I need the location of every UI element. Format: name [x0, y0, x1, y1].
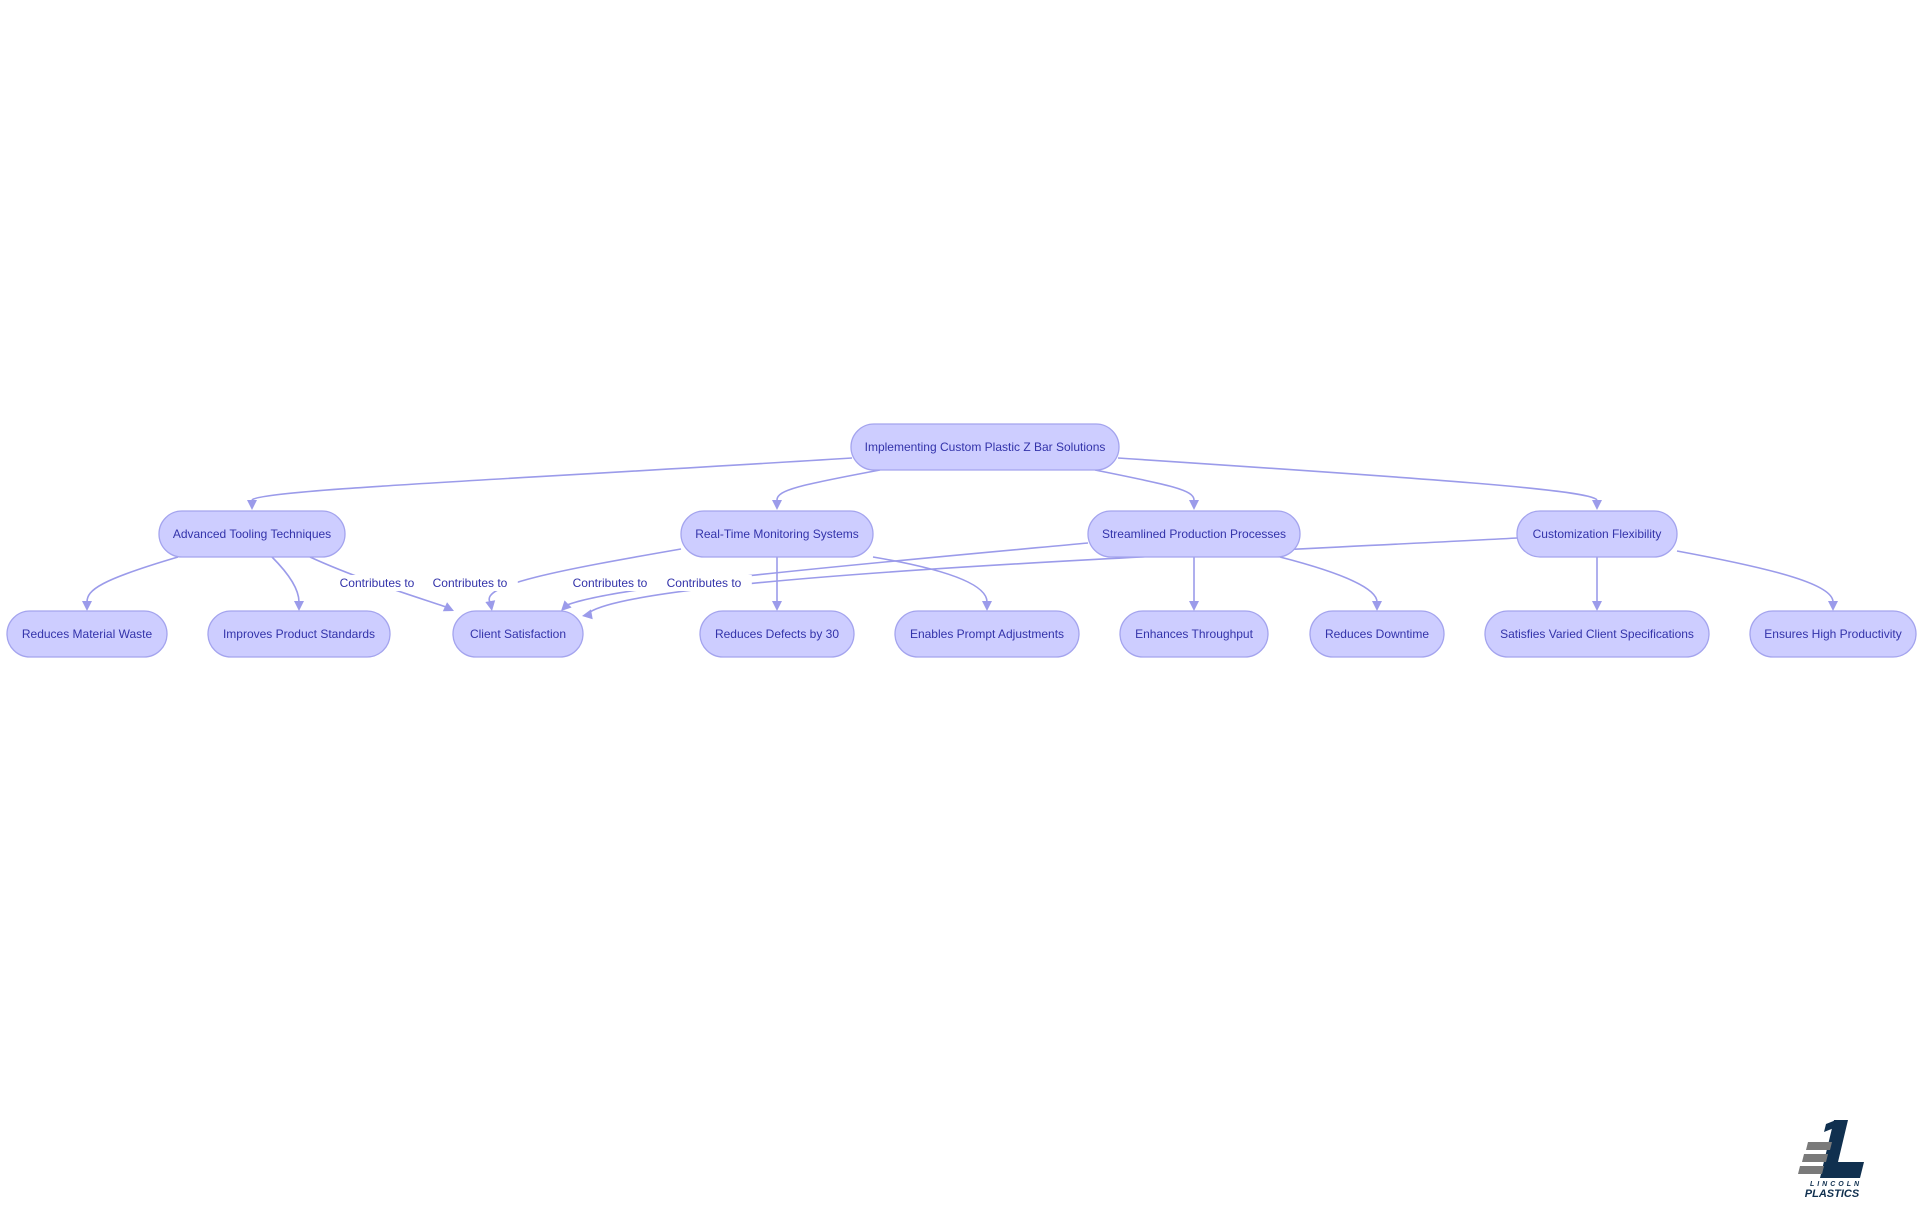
- edge-spp-to-cs: [566, 542, 1089, 606]
- lincoln-plastics-logo: LINCOLN PLASTICS: [1798, 1120, 1864, 1200]
- node-label: Enables Prompt Adjustments: [910, 627, 1064, 641]
- node-rd[interactable]: Reduces Downtime: [1309, 610, 1445, 658]
- edge-root-to-rtm: [776, 469, 881, 501]
- logo-l-shape: [1820, 1120, 1864, 1178]
- logo-bar-3: [1798, 1166, 1824, 1174]
- node-cs[interactable]: Client Satisfaction: [452, 610, 584, 658]
- node-box: [1749, 610, 1917, 658]
- node-label: Ensures High Productivity: [1764, 627, 1901, 641]
- edge-label-adv-to-cs: Contributes to: [340, 576, 415, 590]
- node-label: Reduces Downtime: [1325, 627, 1429, 641]
- node-box: [894, 610, 1080, 658]
- arrowhead-root-to-spp: [1189, 500, 1199, 510]
- node-svcs[interactable]: Satisfies Varied Client Specifications: [1484, 610, 1710, 658]
- nodes-layer: Implementing Custom Plastic Z Bar Soluti…: [6, 423, 1917, 658]
- arrowhead-adv-to-cs: [442, 602, 454, 612]
- node-root[interactable]: Implementing Custom Plastic Z Bar Soluti…: [850, 423, 1120, 471]
- node-label: Improves Product Standards: [223, 627, 375, 641]
- edge-adv-to-rmw: [86, 556, 179, 603]
- node-box: [699, 610, 855, 658]
- node-box: [1516, 510, 1678, 558]
- node-label: Reduces Defects by 30: [715, 627, 839, 641]
- node-box: [207, 610, 391, 658]
- logo-text-lincoln: LINCOLN: [1810, 1181, 1862, 1188]
- arrowhead-spp-to-cs: [561, 600, 572, 611]
- node-box: [1119, 610, 1269, 658]
- node-label: Customization Flexibility: [1533, 527, 1662, 541]
- arrowhead-spp-to-rd: [1372, 601, 1382, 611]
- edge-root-to-adv: [251, 457, 853, 501]
- arrowhead-cf-to-svcs: [1592, 601, 1602, 611]
- edge-root-to-spp: [1094, 469, 1195, 501]
- node-epa[interactable]: Enables Prompt Adjustments: [894, 610, 1080, 658]
- node-box: [158, 510, 346, 558]
- arrowhead-root-to-cf: [1592, 500, 1602, 510]
- arrowhead-rtm-to-rdb: [772, 601, 782, 611]
- arrowhead-root-to-rtm: [772, 500, 782, 510]
- edge-label-background: [329, 575, 425, 591]
- node-ips[interactable]: Improves Product Standards: [207, 610, 391, 658]
- node-label: Satisfies Varied Client Specifications: [1500, 627, 1694, 641]
- edge-label-spp-to-cs: Contributes to: [573, 576, 648, 590]
- edge-label-background: [422, 575, 518, 591]
- node-box: [850, 423, 1120, 471]
- node-adv[interactable]: Advanced Tooling Techniques: [158, 510, 346, 558]
- arrowhead-adv-to-ips: [294, 601, 304, 611]
- node-box: [6, 610, 168, 658]
- arrowhead-cf-to-ehp: [1828, 601, 1838, 611]
- node-ehp[interactable]: Ensures High Productivity: [1749, 610, 1917, 658]
- node-cf[interactable]: Customization Flexibility: [1516, 510, 1678, 558]
- logo-l-serif: [1824, 1120, 1836, 1132]
- node-spp[interactable]: Streamlined Production Processes: [1087, 510, 1301, 558]
- edge-rtm-to-cs: [488, 548, 682, 603]
- node-label: Real-Time Monitoring Systems: [695, 527, 859, 541]
- arrowhead-root-to-adv: [247, 500, 257, 510]
- node-rmw[interactable]: Reduces Material Waste: [6, 610, 168, 658]
- node-rdb[interactable]: Reduces Defects by 30: [699, 610, 855, 658]
- node-label: Client Satisfaction: [470, 627, 566, 641]
- node-box: [1309, 610, 1445, 658]
- edge-label-cf-to-cs: Contributes to: [667, 576, 742, 590]
- edge-labels-layer: Contributes to Contributes to Contributes …: [329, 575, 752, 591]
- node-label: Reduces Material Waste: [22, 627, 153, 641]
- edge-adv-to-ips: [271, 556, 300, 603]
- edge-cf-to-ehp: [1676, 550, 1834, 603]
- edge-label-background: [656, 575, 752, 591]
- node-label: Advanced Tooling Techniques: [173, 527, 331, 541]
- node-box: [680, 510, 874, 558]
- edge-spp-to-rd: [1279, 556, 1378, 603]
- node-rtm[interactable]: Real-Time Monitoring Systems: [680, 510, 874, 558]
- arrowhead-rtm-to-epa: [982, 601, 992, 611]
- edge-root-to-cf: [1117, 457, 1598, 501]
- edge-cf-to-cs: [589, 537, 1518, 613]
- node-label: Streamlined Production Processes: [1102, 527, 1286, 541]
- logo-bar-2: [1802, 1154, 1828, 1162]
- node-label: Implementing Custom Plastic Z Bar Soluti…: [865, 440, 1106, 454]
- node-box: [452, 610, 584, 658]
- edge-label-background: [562, 575, 658, 591]
- node-box: [1087, 510, 1301, 558]
- arrowhead-cf-to-cs: [582, 609, 593, 620]
- arrowhead-adv-to-rmw: [82, 601, 92, 611]
- node-box: [1484, 610, 1710, 658]
- arrowhead-spp-to-et: [1189, 601, 1199, 611]
- edge-rtm-to-epa: [872, 556, 988, 603]
- logo-text-plastics: PLASTICS: [1805, 1188, 1860, 1200]
- node-label: Enhances Throughput: [1135, 627, 1254, 641]
- node-et[interactable]: Enhances Throughput: [1119, 610, 1269, 658]
- logo-bar-1: [1806, 1142, 1832, 1150]
- arrowhead-rtm-to-cs: [485, 600, 496, 611]
- edge-label-rtm-to-cs: Contributes to: [433, 576, 508, 590]
